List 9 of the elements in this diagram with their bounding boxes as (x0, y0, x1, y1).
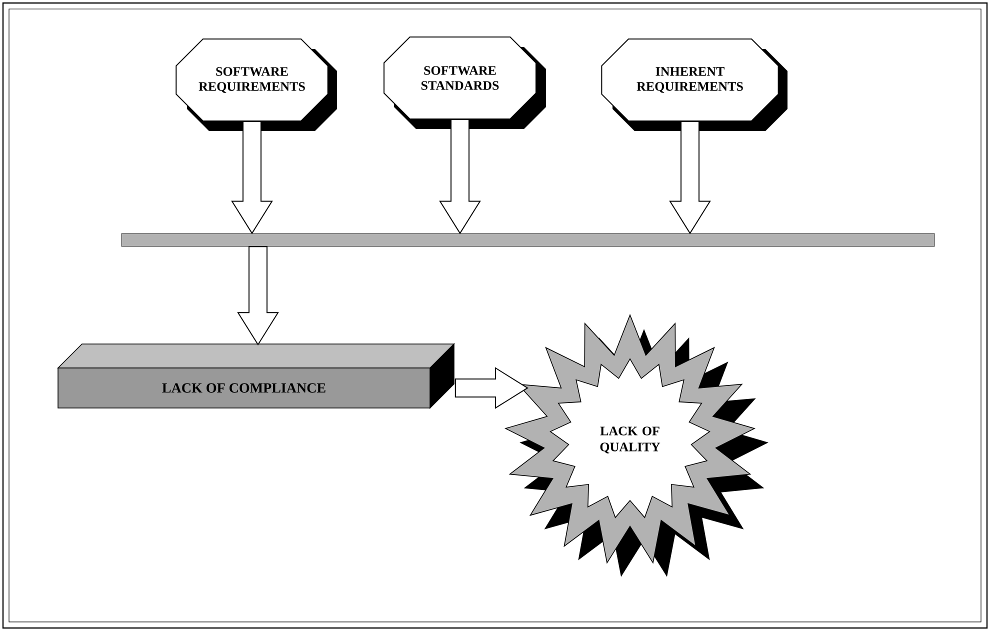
block-arrow (237, 246, 279, 346)
block-arrow (231, 120, 273, 234)
octagon-box: INHERENT REQUIREMENTS (601, 38, 788, 131)
block-arrow (454, 367, 528, 409)
block-arrow (439, 118, 481, 234)
octagon-box: SOFTWARE STANDARDS (384, 36, 546, 129)
bar (121, 233, 935, 247)
octagon-box: SOFTWARE REQUIREMENTS (176, 38, 337, 131)
block-arrow (669, 120, 711, 234)
